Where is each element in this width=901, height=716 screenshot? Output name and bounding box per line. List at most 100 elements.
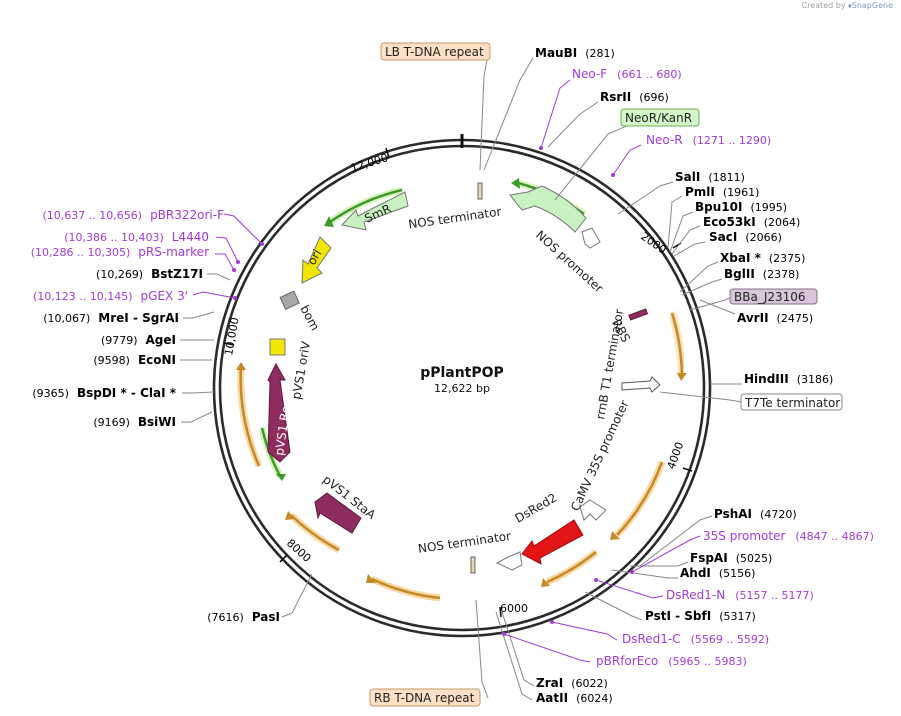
svg-text:LB T-DNA repeat: LB T-DNA repeat: [385, 45, 484, 59]
enzyme-bsiwi[interactable]: (9169)BsiWI: [93, 415, 176, 429]
enzyme-zrai[interactable]: ZraI(6022): [536, 676, 608, 690]
box-lb-tdna-repeat[interactable]: LB T-DNA repeat: [380, 42, 491, 61]
enzyme-bpu10i[interactable]: Bpu10I(1995): [695, 200, 787, 214]
primer-markers: [232, 146, 634, 636]
label-nos-terminator-bottom: NOS terminator: [417, 529, 512, 556]
primer-dsred1-n[interactable]: DsRed1-N(5157 .. 5177): [666, 588, 814, 602]
arc-bba-line: [670, 312, 684, 377]
pvs1-repa-arrow: [267, 362, 291, 463]
credit-prefix: Created by: [801, 1, 846, 10]
box-rb-tdna-repeat[interactable]: RB T-DNA repeat: [369, 688, 481, 707]
svg-text:RB T-DNA repeat: RB T-DNA repeat: [374, 691, 475, 705]
box-t7te-terminator[interactable]: T7Te terminator: [740, 393, 843, 411]
tick-label-6000: 6000: [500, 602, 528, 615]
enzyme-pshai[interactable]: PshAI(4720): [714, 507, 797, 521]
snapgene-credit: Created by ⬧SnapGene: [802, 1, 893, 11]
enzyme-bstz17i[interactable]: (10,269)BstZ17I: [96, 267, 203, 281]
enzyme-psti-sbfi[interactable]: PstI - SbfI(5317): [645, 609, 756, 623]
primer-neo-f[interactable]: Neo-F(661 .. 680): [572, 67, 682, 81]
label-nos-terminator-top: NOS terminator: [407, 205, 502, 232]
arc-smr-line: [329, 188, 403, 224]
pvs1-staa-arrow: [314, 492, 362, 534]
arc-dsred-line: [546, 551, 597, 584]
plasmid-name: pPlantPOP: [420, 365, 504, 381]
enzyme-saci[interactable]: SacI(2066): [709, 230, 782, 244]
arc-bottom-line: [371, 577, 441, 600]
enzyme-pmli[interactable]: PmlI(1961): [685, 185, 759, 199]
primer-35s-promoter[interactable]: 35S promoter(4847 .. 4867): [703, 529, 874, 543]
box-bba-j23106[interactable]: BBa_J23106: [729, 288, 818, 305]
camv-outline-arrow: [579, 499, 607, 521]
feature-arcs: [236, 178, 687, 602]
enzyme-labels: MauBI(281) RsrII(696) SalI(1811) PmlI(19…: [535, 46, 833, 705]
nos-terminator-mark-top: [477, 182, 483, 200]
box-neor-kanr[interactable]: NeoR/KanR: [620, 108, 700, 127]
enzyme-leaders: [180, 57, 743, 701]
primer-neo-r[interactable]: Neo-R(1271 .. 1290): [646, 133, 771, 147]
arc-bottom: [370, 575, 441, 602]
enzyme-bspdi-clai[interactable]: (9365)BspDI * - ClaI *: [32, 386, 176, 400]
primer-l4440[interactable]: (10,386 .. 10,403)L4440: [64, 230, 209, 244]
arc-head-smr: [324, 216, 334, 227]
arc-head-bba: [677, 373, 687, 381]
enzyme-avrii[interactable]: AvrII(2475): [737, 311, 813, 325]
enzyme-aatii[interactable]: AatII(6024): [536, 691, 613, 705]
enzyme-eco53ki[interactable]: Eco53kI(2064): [703, 215, 800, 229]
primer-pbr322ori-f[interactable]: (10,637 .. 10,656)pBR322ori-F: [43, 208, 225, 222]
enzyme-econi[interactable]: (9598)EcoNI: [93, 353, 176, 367]
enzyme-rsrii[interactable]: RsrII(696): [600, 90, 669, 104]
tick-label-10000: 10,000: [222, 316, 241, 356]
arc-head-35s: [610, 531, 620, 540]
svg-text:T7Te terminator: T7Te terminator: [744, 396, 840, 410]
rbs-mark: [628, 308, 649, 321]
svg-text:BBa_J23106: BBa_J23106: [734, 290, 806, 304]
arc-35s-line: [616, 461, 664, 536]
arc-head-staa: [285, 511, 295, 520]
enzyme-sali[interactable]: SalI(1811): [675, 170, 745, 184]
arc-head-dsred: [541, 578, 550, 587]
enzyme-maubi[interactable]: MauBI(281): [535, 46, 615, 60]
boxed-labels: LB T-DNA repeat NeoR/KanR BBa_J23106 T7T…: [369, 42, 843, 707]
primer-dsred1-c[interactable]: DsRed1-C(5569 .. 5592): [622, 632, 769, 646]
primer-labels: Neo-F(661 .. 680) Neo-R(1271 .. 1290) 35…: [31, 67, 874, 668]
tick-label-2000: 2000: [638, 230, 668, 257]
tick-label-12000: 12,000: [349, 151, 390, 175]
promoter-outline-arrow: [581, 227, 601, 249]
label-bom: bom: [297, 303, 322, 333]
smr-arrow: [341, 191, 409, 231]
label-ori: ori: [304, 247, 324, 268]
tick-label-4000: 4000: [665, 440, 687, 471]
primer-prs-marker[interactable]: (10,286 .. 10,305)pRS-marker: [31, 245, 209, 259]
primer-pbrforeco[interactable]: pBRforEco(5965 .. 5983): [596, 654, 747, 668]
t7te-arrow: [621, 376, 661, 393]
arc-head-repa: [276, 474, 286, 481]
dsred2-arrow: [521, 519, 584, 565]
enzyme-ahdi[interactable]: AhdI(5156): [680, 566, 755, 580]
snapgene-logo: ⬧: [848, 1, 852, 10]
credit-brand: SnapGene: [851, 1, 893, 10]
tick-label-8000: 8000: [284, 537, 314, 565]
plasmid-size: 12,622 bp: [434, 382, 490, 395]
arc-35s: [614, 460, 666, 538]
primer-pgex3[interactable]: (10,123 .. 10,145)pGEX 3': [33, 289, 188, 303]
bom-square: [279, 290, 300, 310]
primer-leaders: [192, 79, 701, 663]
enzyme-mrei-sgrai[interactable]: (10,067)MreI - SgrAI: [43, 311, 179, 325]
pvs1-oriv-square: [269, 338, 286, 356]
nos-terminator-mark-bottom: [470, 556, 476, 574]
label-dsred2: DsRed2: [513, 491, 560, 526]
enzyme-fspai[interactable]: FspAI(5025): [690, 551, 772, 565]
enzyme-xbai[interactable]: XbaI *(2375): [720, 251, 805, 265]
enzyme-hindiii[interactable]: HindIII(3186): [744, 372, 833, 386]
enzyme-bglii[interactable]: BglII(2378): [724, 267, 799, 281]
arc-head-bottom: [366, 574, 376, 583]
center-info: pPlantPOP 12,622 bp: [420, 365, 504, 395]
enzyme-agei[interactable]: (9779)AgeI: [101, 333, 176, 347]
arc-head-neor: [511, 178, 520, 189]
arc-head-left: [236, 362, 246, 370]
enzyme-pasi[interactable]: (7616)PasI: [207, 610, 280, 624]
svg-text:NeoR/KanR: NeoR/KanR: [625, 111, 692, 125]
enzyme-labels-left: (7616)PasI (9169)BsiWI (9365)BspDI * - C…: [32, 267, 280, 624]
nos-promoter-arrow: [509, 185, 587, 233]
